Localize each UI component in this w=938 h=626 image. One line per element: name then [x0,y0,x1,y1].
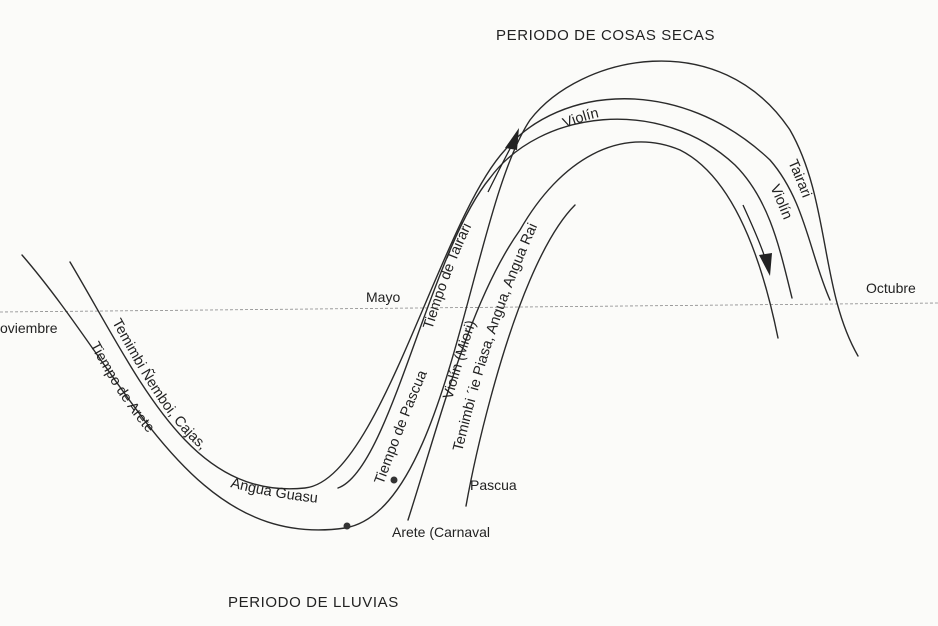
band-label-guasu: Angua Guasu [229,475,319,506]
rain-period-title: PERIODO DE LLUVIAS [228,594,399,611]
band-text-pascua: Tiempo de Pascua [372,367,431,486]
curve-small-inner [465,204,576,507]
marker-dot-carnival [343,522,351,530]
band-label-violin-top: Violín [561,105,601,131]
reference-line [0,302,938,313]
band-text-tairari-rise: Tiempo de Tairari [421,221,476,331]
curve-inner [407,141,779,521]
label-easter: Pascua [470,477,517,493]
curve-third [337,118,793,489]
band-label-violin-descent: Violín [766,182,795,222]
band-label-pascua: Tiempo de Pascua [372,367,431,486]
dry-period-title: PERIODO DE COSAS SECAS [496,27,715,44]
band-text-guasu: Angua Guasu [229,475,319,506]
marker-dot-easter [390,476,398,484]
label-november: oviembre [0,320,58,336]
band-text-violin-descent: Violín [766,182,795,222]
curve-outer [21,60,859,531]
arrow-down-icon [742,204,772,276]
label-october: Octubre [866,280,916,296]
curve-second [69,98,831,490]
label-may: Mayo [366,289,400,305]
band-label-tairari-rise: Tiempo de Tairari [421,221,476,331]
band-text-violin-top: Violín [561,105,601,131]
arrow-up-icon [487,128,519,193]
label-carnival: Arete (Carnaval [392,524,490,540]
